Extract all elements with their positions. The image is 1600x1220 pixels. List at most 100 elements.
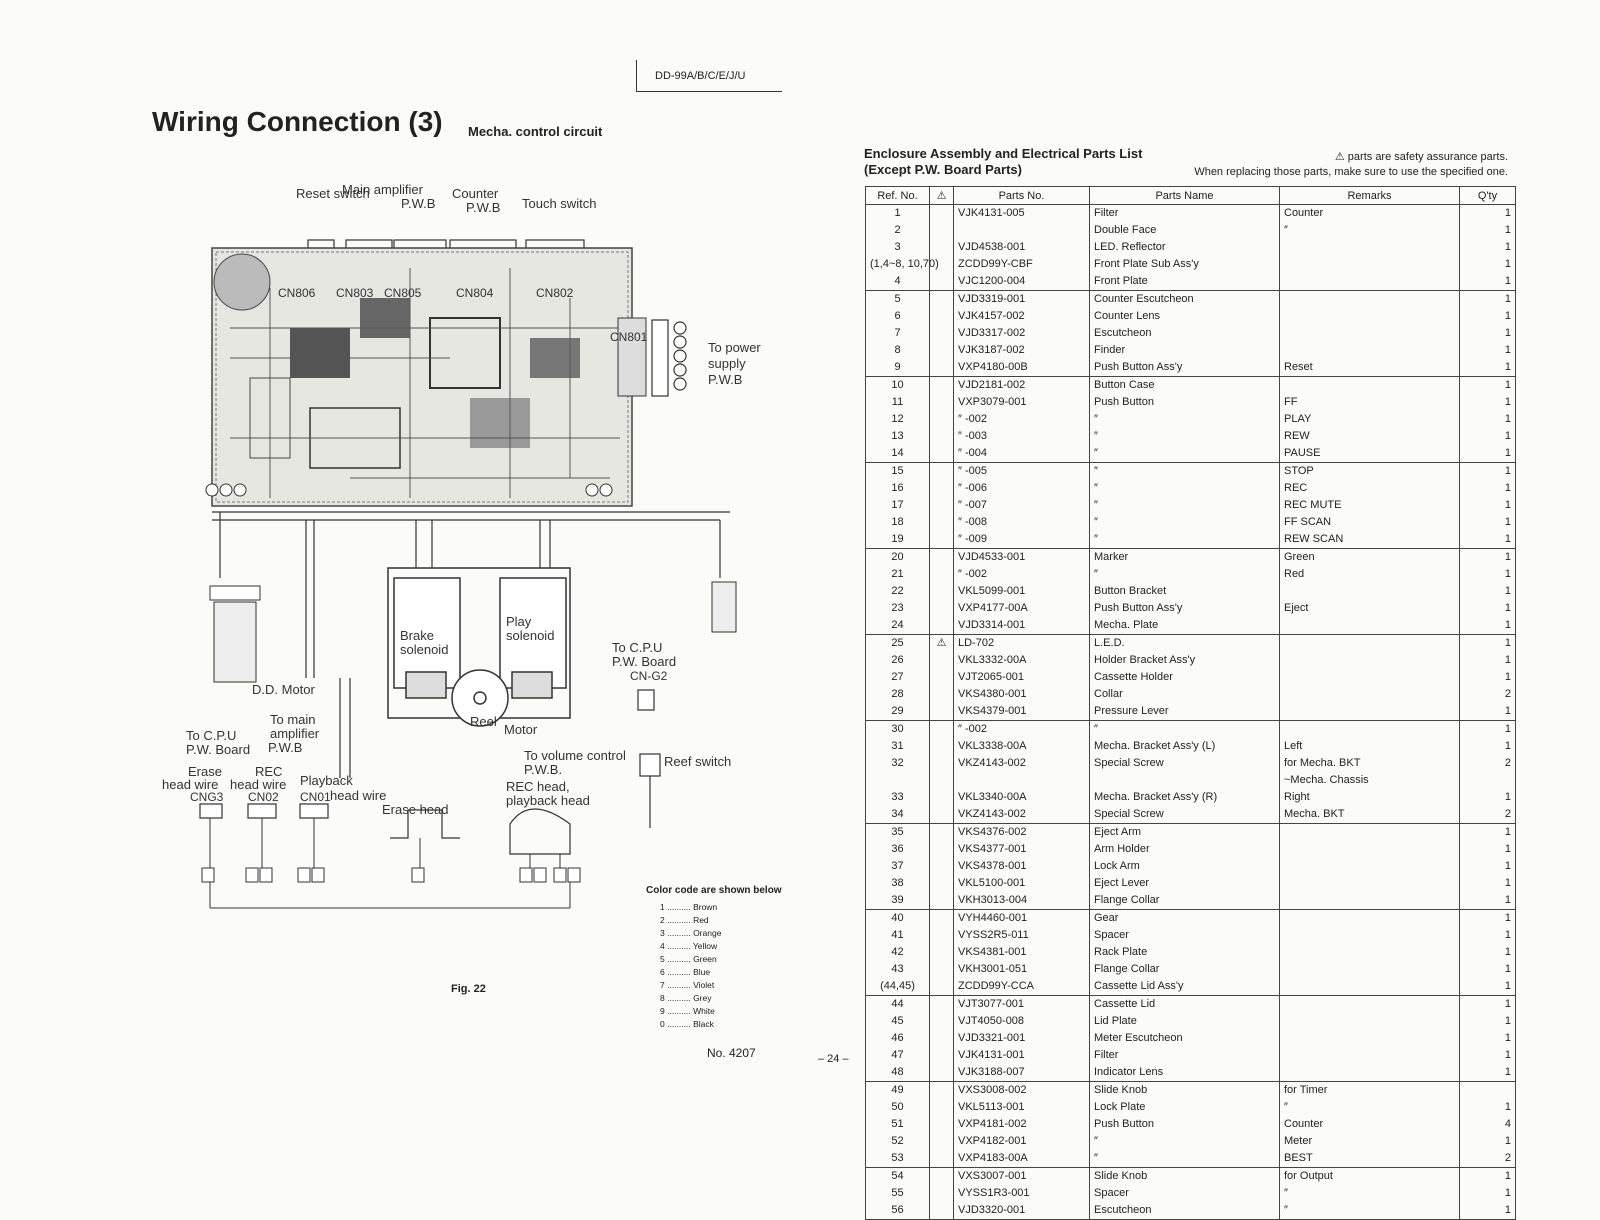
cell-parts-name: Spacer — [1089, 927, 1280, 944]
cell-remarks: ″ — [1279, 1185, 1460, 1202]
cell-ref-no: 7 — [865, 325, 930, 342]
label-counter: Counter — [452, 186, 499, 201]
cell-parts-name: Cassette Holder — [1089, 669, 1280, 686]
cell-parts-name: Push Button Ass'y — [1089, 359, 1280, 377]
cell-ref-no: 5 — [865, 290, 930, 308]
cell-remarks — [1279, 875, 1460, 892]
cell-safety-mark — [929, 359, 954, 377]
color-code-item: 9 .......... White — [660, 1006, 715, 1016]
cell-ref-no: 21 — [865, 566, 930, 583]
cell-parts-no: VYSS2R5-011 — [953, 927, 1090, 944]
label-supply: supply — [708, 356, 746, 371]
label-to-cpu-right: To C.P.U — [612, 640, 663, 655]
cell-ref-no — [865, 772, 930, 789]
cell-parts-name: ″ — [1089, 720, 1280, 738]
cell-safety-mark — [929, 204, 954, 222]
cell-parts-no: VKL5113-001 — [953, 1099, 1090, 1116]
cell-qty: 1 — [1459, 308, 1516, 325]
cell-safety-mark — [929, 841, 954, 858]
cell-parts-name: Pressure Lever — [1089, 703, 1280, 721]
label-cn-g2: CN-G2 — [630, 669, 668, 683]
col-parts-no: Parts No. — [953, 186, 1090, 205]
label-play-solenoid: solenoid — [506, 628, 555, 643]
cell-parts-no: VJD3319-001 — [953, 290, 1090, 308]
cell-parts-name: ″ — [1089, 445, 1280, 463]
color-code-item: 7 .......... Violet — [660, 980, 715, 990]
cell-parts-name: Mecha. Bracket Ass'y (R) — [1089, 789, 1280, 806]
label-pw-board-left: P.W. Board — [186, 742, 251, 757]
cell-parts-no: VYSS1R3-001 — [953, 1185, 1090, 1202]
document-number: No. 4207 — [707, 1046, 756, 1060]
cell-parts-name: Eject Arm — [1089, 823, 1280, 841]
label-rec-head: REC head, — [506, 779, 570, 794]
dd-motor-connector — [209, 585, 261, 683]
cell-qty: 1 — [1459, 1202, 1516, 1220]
safety-note: ⚠ parts are safety assurance parts. When… — [1148, 150, 1508, 180]
cell-safety-mark — [929, 755, 954, 772]
cell-parts-no: VJK4131-001 — [953, 1047, 1090, 1064]
cell-qty: 2 — [1459, 1150, 1516, 1168]
cell-parts-name: Gear — [1089, 909, 1280, 927]
cell-parts-no: VXP3079-001 — [953, 394, 1090, 411]
cell-ref-no: 36 — [865, 841, 930, 858]
cell-parts-no: VJD3320-001 — [953, 1202, 1090, 1220]
cell-remarks: for Timer — [1279, 1081, 1460, 1099]
cell-remarks — [1279, 1013, 1460, 1030]
cell-ref-no: 9 — [865, 359, 930, 377]
cell-remarks — [1279, 978, 1460, 996]
cell-ref-no: 56 — [865, 1202, 930, 1220]
cell-parts-no: VKL5100-001 — [953, 875, 1090, 892]
cell-parts-no: VJK4157-002 — [953, 308, 1090, 325]
label-cn806: CN806 — [278, 286, 316, 300]
cell-qty: 1 — [1459, 480, 1516, 497]
cell-qty: 1 — [1459, 239, 1516, 256]
cell-parts-name: Push Button — [1089, 1116, 1280, 1133]
cell-qty: 1 — [1459, 995, 1516, 1013]
label-to-volume-control: To volume control — [524, 748, 626, 763]
cell-safety-mark — [929, 1030, 954, 1047]
cell-safety-mark — [929, 1099, 954, 1116]
cell-parts-name: Cassette Lid — [1089, 995, 1280, 1013]
cell-remarks: Mecha. BKT — [1279, 806, 1460, 824]
cell-safety-mark — [929, 1081, 954, 1099]
cell-ref-no: 24 — [865, 617, 930, 635]
cell-safety-mark — [929, 652, 954, 669]
cell-remarks — [1279, 669, 1460, 686]
cell-parts-name: Rack Plate — [1089, 944, 1280, 961]
cell-qty: 1 — [1459, 634, 1516, 652]
cell-parts-name: ″ — [1089, 480, 1280, 497]
cell-ref-no: 46 — [865, 1030, 930, 1047]
cell-parts-name: Double Face — [1089, 222, 1280, 239]
cell-parts-no: VKZ4143-002 — [953, 806, 1090, 824]
cell-parts-no: VKS4378-001 — [953, 858, 1090, 875]
cell-safety-mark — [929, 273, 954, 291]
cell-parts-name: ″ — [1089, 566, 1280, 583]
cell-qty: 1 — [1459, 222, 1516, 239]
cell-parts-name: Mecha. Plate — [1089, 617, 1280, 635]
cell-parts-no: VJT4050-008 — [953, 1013, 1090, 1030]
cell-qty: 1 — [1459, 394, 1516, 411]
cell-ref-no: (1,4~8, 10,70) — [865, 256, 939, 273]
reef-switch — [637, 689, 661, 828]
cell-parts-no: VJD4533-001 — [953, 548, 1090, 566]
cell-qty: 1 — [1459, 909, 1516, 927]
cell-ref-no: 10 — [865, 376, 930, 394]
cell-parts-name: Marker — [1089, 548, 1280, 566]
cell-remarks: Eject — [1279, 600, 1460, 617]
cell-ref-no: 2 — [865, 222, 930, 239]
cell-qty: 1 — [1459, 1099, 1516, 1116]
cell-ref-no: 35 — [865, 823, 930, 841]
cell-ref-no: 38 — [865, 875, 930, 892]
cell-safety-mark — [929, 823, 954, 841]
cell-remarks — [1279, 634, 1460, 652]
cell-ref-no: 37 — [865, 858, 930, 875]
